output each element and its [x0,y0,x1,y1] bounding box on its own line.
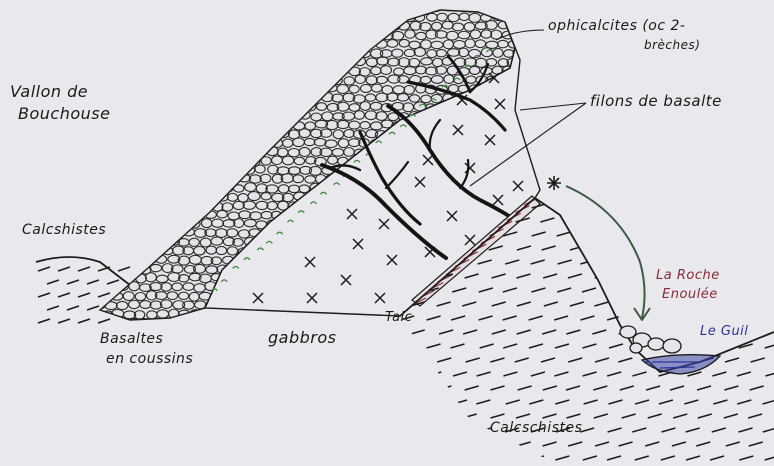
collapse-scar-star [547,176,561,190]
label-calcschistes-left: Calcshistes [22,222,106,238]
label-guil: Le Guil [700,324,748,339]
label-roche-2: Enoulée [662,287,718,302]
label-filons: filons de basalte [590,92,722,110]
label-calcschistes-bottom: Calcschistes [490,420,582,436]
label-gabbros: gabbros [268,328,336,347]
label-vallon-1: Vallon de [10,82,88,101]
label-basaltes-1: Basaltes [100,331,163,347]
label-ophicalcites-1: ophicalcites (oc 2- [548,18,685,34]
label-ophicalcites-2: brèches) [644,38,700,52]
label-talc: Talc [385,310,412,325]
label-roche-1: La Roche [656,268,720,283]
label-vallon-2: Bouchouse [18,104,110,123]
label-basaltes-2: en coussins [106,351,193,367]
pillow-basalt-body [89,3,526,329]
river-guil [642,355,720,374]
